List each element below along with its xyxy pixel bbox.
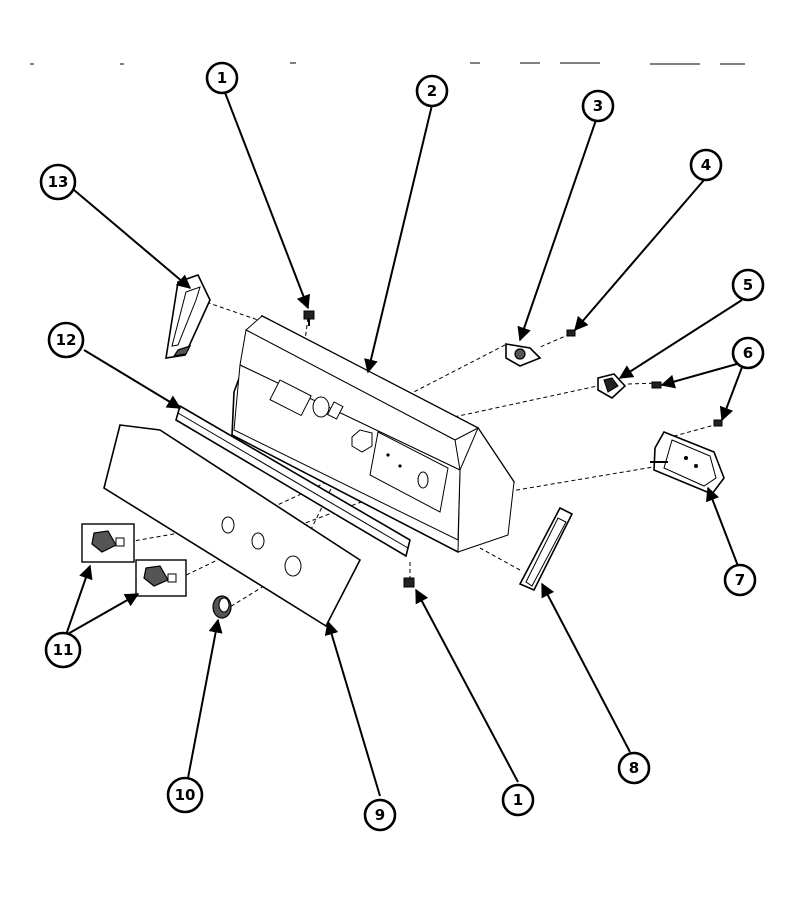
svg-text:11: 11 [53, 641, 74, 659]
callout-1-lower: 1 [501, 783, 535, 817]
svg-text:6: 6 [743, 344, 753, 362]
svg-text:3: 3 [593, 97, 603, 115]
svg-text:13: 13 [48, 173, 69, 191]
svg-text:10: 10 [175, 786, 196, 804]
part-control-console [231, 314, 515, 554]
part-knobs [81, 523, 187, 597]
part-large-knob [212, 595, 232, 619]
callout-5: 5 [731, 268, 765, 302]
svg-text:1: 1 [513, 791, 523, 809]
callout-13: 13 [39, 163, 77, 201]
part-screws-6 [651, 381, 723, 427]
svg-text:2: 2 [427, 82, 437, 100]
callout-1-upper: 1 [205, 61, 239, 95]
svg-text:7: 7 [735, 571, 745, 589]
part-screw-lower [403, 577, 415, 588]
callout-12: 12 [47, 321, 85, 359]
svg-text:8: 8 [629, 759, 639, 777]
svg-text:1: 1 [217, 69, 227, 87]
callouts: 1 2 3 4 5 6 7 8 [39, 61, 765, 832]
callout-11: 11 [44, 631, 82, 669]
svg-text:5: 5 [743, 276, 753, 294]
part-graphic-panel [103, 424, 362, 628]
callout-10: 10 [166, 776, 204, 814]
leader-lines [65, 89, 745, 797]
callout-8: 8 [617, 751, 651, 785]
svg-text:12: 12 [56, 331, 77, 349]
part-screw-upper [303, 310, 315, 326]
part-timer [650, 430, 725, 495]
svg-text:4: 4 [701, 156, 711, 174]
callout-3: 3 [581, 89, 615, 123]
svg-text:9: 9 [375, 806, 385, 824]
part-switch [505, 343, 542, 367]
part-left-end-cap [165, 274, 211, 359]
part-screw-4 [566, 329, 576, 337]
callout-4: 4 [689, 148, 723, 182]
part-bracket [351, 429, 373, 453]
part-relay [597, 373, 627, 399]
scan-artifacts [30, 62, 745, 65]
callout-7: 7 [723, 563, 757, 597]
part-right-end-cap [518, 506, 574, 592]
callout-2: 2 [415, 74, 449, 108]
part-trim-strip [175, 404, 411, 558]
callout-6: 6 [731, 336, 765, 370]
callout-9: 9 [363, 798, 397, 832]
